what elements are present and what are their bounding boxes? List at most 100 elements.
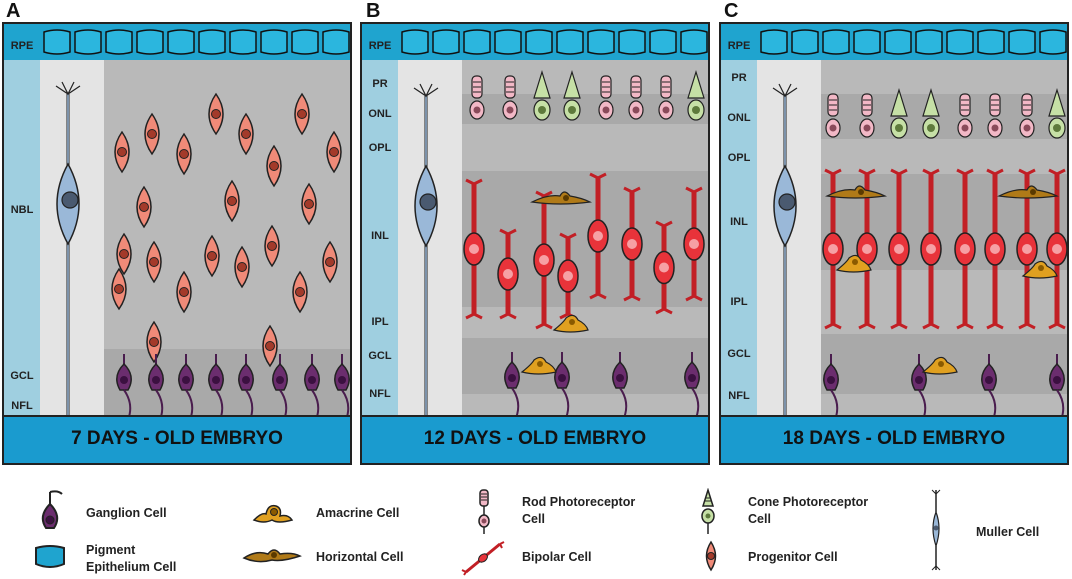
- pigment-epithelium-cell: [43, 29, 71, 55]
- ganglion-nucleus: [276, 376, 284, 384]
- pigment-epithelium-cell: [229, 29, 257, 55]
- amacrine-nucleus: [1038, 265, 1044, 271]
- legend-pigment-label-2: Epithelium Cell: [86, 560, 177, 574]
- legend-cone-label-1: Cone Photoreceptor: [748, 495, 869, 509]
- bipolar-terminal: [858, 322, 876, 330]
- bipolar-nucleus: [990, 244, 1000, 254]
- ganglion-nucleus: [616, 374, 624, 382]
- progenitor-nucleus: [325, 257, 335, 267]
- rod-discs: [662, 81, 670, 93]
- legend-pigment-label-1: Pigment: [86, 543, 136, 557]
- bipolar-nucleus: [1052, 244, 1062, 254]
- panel-letter-a: A: [6, 0, 21, 22]
- bipolar-nucleus: [960, 244, 970, 254]
- bipolar-nucleus: [926, 244, 936, 254]
- rod-discs: [1023, 99, 1031, 111]
- rod-nucleus: [473, 106, 481, 114]
- ganglion-nucleus: [120, 376, 128, 384]
- cone-outer-segment: [1048, 87, 1066, 117]
- pigment-epithelium-cell: [680, 29, 708, 55]
- pigment-epithelium-cell: [291, 29, 319, 55]
- bipolar-terminal: [535, 322, 553, 330]
- ganglion-cell-icon: [41, 490, 63, 529]
- bipolar-terminal: [922, 322, 940, 330]
- legend-horizontal-label: Horizontal Cell: [316, 550, 404, 564]
- horizontal-nucleus: [858, 189, 864, 195]
- rod-discs: [829, 99, 837, 111]
- pigment-epithelium-cell: [463, 29, 491, 55]
- horizontal-nucleus: [1030, 189, 1036, 195]
- layer-label-ipl: IPL: [730, 296, 748, 308]
- amacrine-nucleus: [852, 259, 858, 265]
- pigment-epithelium-cell: [618, 29, 646, 55]
- ganglion-nucleus: [1053, 376, 1061, 384]
- cone-outer-segment: [890, 87, 908, 117]
- bipolar-terminal: [589, 292, 607, 300]
- layer-label-onl: ONL: [368, 108, 392, 120]
- bipolar-dendrite: [655, 220, 673, 228]
- layer-label-gcl: GCL: [10, 370, 34, 382]
- pigment-epithelium-cell: [525, 29, 553, 55]
- amacrine-nucleus: [537, 361, 543, 367]
- ganglion-nucleus: [508, 374, 516, 382]
- layer-label-opl: OPL: [368, 142, 392, 154]
- progenitor-nucleus: [304, 199, 314, 209]
- rod-discs: [863, 99, 871, 111]
- bipolar-terminal: [1018, 322, 1036, 330]
- rod-nucleus: [506, 106, 514, 114]
- rod-discs: [991, 99, 999, 111]
- ganglion-nucleus: [152, 376, 160, 384]
- layer-label-opl: OPL: [727, 152, 751, 164]
- progenitor-nucleus: [265, 341, 275, 351]
- bipolar-nucleus: [563, 271, 573, 281]
- layer-label-ipl: IPL: [371, 316, 389, 328]
- pigment-epithelium-cell: [105, 29, 133, 55]
- panel-a-drawing: [4, 24, 350, 463]
- ganglion-nucleus: [558, 374, 566, 382]
- legend-ganglion-label: Ganglion Cell: [86, 506, 167, 520]
- rod-nucleus: [1023, 124, 1031, 132]
- muller-nucleus: [419, 193, 437, 211]
- layer-label-nbl: NBL: [10, 204, 34, 216]
- bipolar-nucleus: [862, 244, 872, 254]
- bipolar-dendrite: [499, 228, 517, 236]
- panel-letter-b: B: [366, 0, 381, 22]
- pigment-epithelium-cell: [649, 29, 677, 55]
- ganglion-nucleus: [985, 376, 993, 384]
- bipolar-terminal: [986, 322, 1004, 330]
- bipolar-nucleus: [627, 239, 637, 249]
- layer-label-nfl: NFL: [11, 400, 33, 412]
- progenitor-nucleus: [149, 257, 159, 267]
- ganglion-nucleus: [688, 374, 696, 382]
- progenitor-nucleus: [149, 337, 159, 347]
- bipolar-nucleus: [894, 244, 904, 254]
- rod-nucleus: [829, 124, 837, 132]
- panel-a-footer: 7 DAYS - OLD EMBRYO: [4, 415, 350, 463]
- pigment-epithelium-icon: [35, 545, 65, 568]
- progenitor-nucleus: [295, 287, 305, 297]
- pigment-epithelium-cell: [1008, 29, 1036, 55]
- rod-nucleus: [632, 106, 640, 114]
- bipolar-dendrite: [824, 168, 842, 176]
- ganglion-nucleus: [827, 376, 835, 384]
- progenitor-nucleus: [114, 284, 124, 294]
- rod-nucleus: [662, 106, 670, 114]
- horizontal-nucleus: [563, 195, 569, 201]
- layer-label-inl: INL: [371, 230, 389, 242]
- legend-amacrine-label: Amacrine Cell: [316, 506, 400, 520]
- rod-discs: [506, 81, 514, 93]
- bipolar-terminal: [623, 294, 641, 302]
- bipolar-terminal: [685, 294, 703, 302]
- panel-12-days: RPE PR ONL OPL INL IPL GCL NFL 12 DAYS -…: [360, 22, 710, 465]
- bipolar-nucleus: [539, 255, 549, 265]
- layer-label-gcl: GCL: [368, 350, 392, 362]
- bipolar-nucleus: [659, 262, 669, 273]
- cone-photoreceptor-icon: [701, 488, 715, 534]
- panel-b-footer: 12 DAYS - OLD EMBRYO: [362, 415, 708, 463]
- pigment-epithelium-cell: [853, 29, 881, 55]
- pigment-epithelium-cell: [822, 29, 850, 55]
- legend-cone-label-2: Cell: [748, 512, 771, 526]
- muller-nucleus: [61, 191, 79, 209]
- muller-apical-end: [55, 81, 81, 96]
- pigment-epithelium-cell: [791, 29, 819, 55]
